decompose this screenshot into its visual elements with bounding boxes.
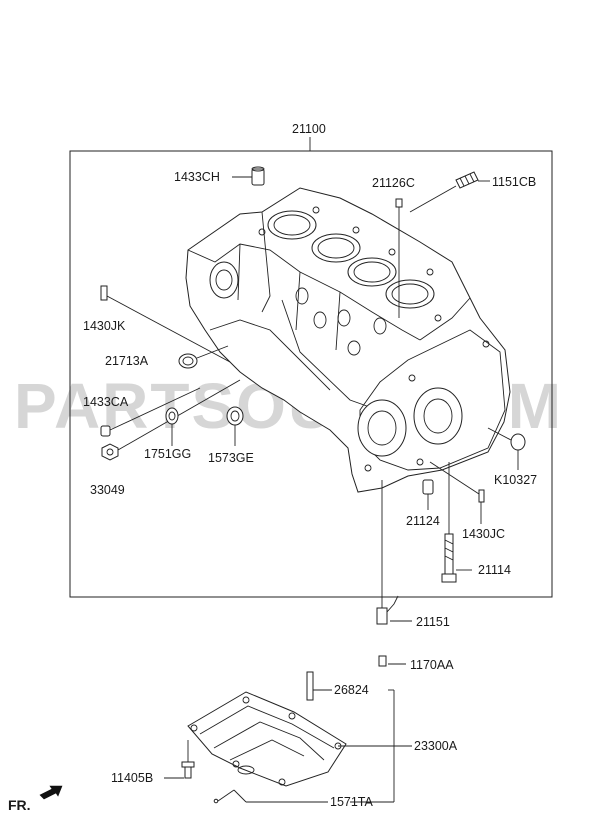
plug-k10327[interactable] — [510, 433, 526, 451]
leader-1571ta-a — [217, 789, 235, 802]
label-1573ge[interactable]: 1573GE — [208, 451, 254, 465]
pin-21126c[interactable] — [395, 198, 403, 208]
bush-21124[interactable] — [422, 479, 434, 495]
dowel-1430jk[interactable] — [100, 285, 108, 301]
dowel-1430jc[interactable] — [478, 489, 485, 503]
label-1571ta[interactable]: 1571TA — [330, 795, 374, 809]
label-21124[interactable]: 21124 — [406, 514, 440, 528]
plug-1433ca[interactable] — [100, 425, 111, 437]
label-k10327[interactable]: K10327 — [494, 473, 537, 487]
label-21126c[interactable]: 21126C — [372, 176, 415, 190]
label-26824[interactable]: 26824 — [334, 683, 369, 697]
fitting-33049[interactable] — [101, 443, 119, 461]
seal-21713a[interactable] — [178, 353, 198, 369]
washer-1751gg[interactable] — [165, 407, 179, 425]
label-1751gg[interactable]: 1751GG — [144, 447, 191, 461]
leader-21713a-block — [196, 345, 229, 359]
oil-pan-23300a[interactable] — [187, 691, 347, 787]
sealant-1571ta[interactable] — [213, 798, 219, 804]
label-21100[interactable]: 21100 — [292, 122, 326, 136]
label-1151cb[interactable]: 1151CB — [492, 175, 536, 189]
leader-1433ca — [109, 387, 201, 431]
leader-1571ta-b — [233, 789, 247, 803]
threaded-plug-1151cb[interactable] — [455, 171, 479, 189]
plug-1433ch[interactable] — [251, 166, 265, 186]
leader-33049 — [117, 379, 241, 451]
label-1430jk[interactable]: 1430JK — [83, 319, 126, 333]
assembly-frame — [69, 150, 553, 598]
label-1430jc[interactable]: 1430JC — [462, 527, 505, 541]
front-direction-label: FR. — [8, 797, 31, 813]
label-11405b[interactable]: 11405B — [111, 771, 153, 785]
leader-k10327-block — [487, 427, 512, 441]
label-1433ch[interactable]: 1433CH — [174, 170, 220, 184]
tube-26824[interactable] — [306, 671, 314, 701]
label-1433ca[interactable]: 1433CA — [83, 395, 129, 409]
cylinder-block[interactable] — [185, 187, 511, 493]
label-1170aa[interactable]: 1170AA — [410, 658, 454, 672]
drain-fitting-21151[interactable] — [376, 595, 399, 625]
label-33049[interactable]: 33049 — [90, 483, 125, 497]
label-21713a[interactable]: 21713A — [105, 354, 149, 368]
bolt-1170aa[interactable] — [378, 655, 387, 667]
front-arrow-icon — [39, 785, 63, 800]
leader-1151cb-block — [409, 185, 457, 213]
leader-1430jk — [106, 295, 231, 363]
label-21114[interactable]: 21114 — [478, 563, 511, 577]
bolt-21114[interactable] — [441, 533, 457, 583]
leader-1430jc-block — [429, 461, 480, 495]
label-21151[interactable]: 21151 — [416, 615, 450, 629]
bolt-11405b[interactable] — [181, 761, 195, 779]
label-23300a[interactable]: 23300A — [414, 739, 458, 753]
seal-1573ge[interactable] — [226, 406, 244, 426]
